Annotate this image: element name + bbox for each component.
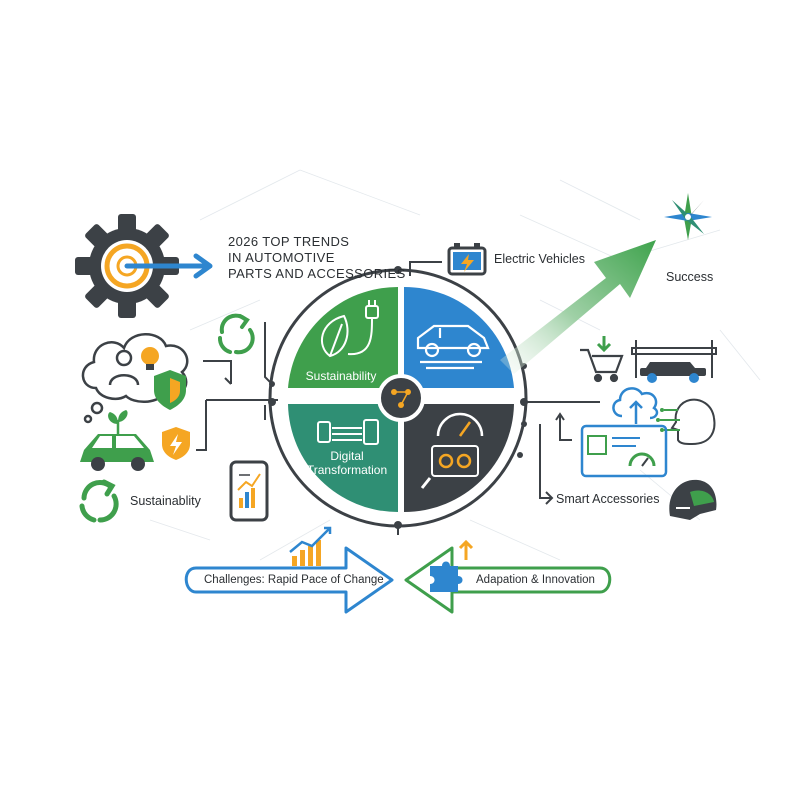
label-success: Success xyxy=(666,270,714,284)
recycle-icon-left xyxy=(79,479,119,523)
wheel-segment-sustainability xyxy=(288,286,398,388)
smartphone-chart-icon xyxy=(229,460,269,522)
right-connectors xyxy=(526,401,600,505)
success-arrow xyxy=(500,240,656,374)
wheel-segment-digital xyxy=(288,404,398,513)
cloud-upload-icon xyxy=(612,387,659,424)
growth-chart-icon xyxy=(289,526,332,566)
title-line-3: PARTS AND ACCESSORIES xyxy=(228,266,406,281)
challenges-label: Challenges: Rapid Pace of Change xyxy=(204,574,384,586)
wheel-label-digital: Digital xyxy=(330,449,364,463)
adaptation-arrow xyxy=(404,546,612,614)
devices-icon xyxy=(317,419,379,445)
cart-icon xyxy=(580,336,624,383)
recycle-icon-top xyxy=(218,313,255,355)
battery-icon xyxy=(409,243,487,276)
wheel-label-transformation: Transformation xyxy=(306,463,388,477)
circuit-hub-icon xyxy=(391,389,411,408)
gauge-wrench-icon xyxy=(420,412,484,489)
gear-target-icon xyxy=(75,214,213,318)
shield-bolt-icon xyxy=(162,427,190,460)
compass-star-icon xyxy=(664,193,712,240)
dashboard-screen-icon xyxy=(580,424,668,478)
title-line-1: 2026 TOP TRENDS xyxy=(228,234,350,249)
car-lift-icon xyxy=(631,340,717,383)
wheel-node-dots xyxy=(268,266,528,529)
adaptation-label: Adapation & Innovation xyxy=(476,574,595,586)
left-connectors xyxy=(196,322,278,451)
helmet-icon xyxy=(669,479,717,520)
label-electric-vehicles: Electric Vehicles xyxy=(494,252,586,266)
wheel-label-sustainability: Sustainability xyxy=(305,369,377,383)
user-idea-cloud-icon xyxy=(81,333,189,424)
shield-icon xyxy=(154,370,186,410)
challenges-arrow xyxy=(184,546,394,614)
label-smart-accessories: Smart Accessories xyxy=(556,492,660,506)
lightbulb-icon xyxy=(141,347,159,370)
strategy-wheel xyxy=(268,266,528,529)
puzzle-icon xyxy=(430,539,474,592)
eco-car-icon xyxy=(80,410,154,471)
car-icon xyxy=(416,324,490,370)
label-sustainability-left: Sustainablity xyxy=(130,494,201,508)
title-line-2: IN AUTOMOTIVE xyxy=(228,250,335,265)
leaf-plug-icon xyxy=(321,300,379,358)
